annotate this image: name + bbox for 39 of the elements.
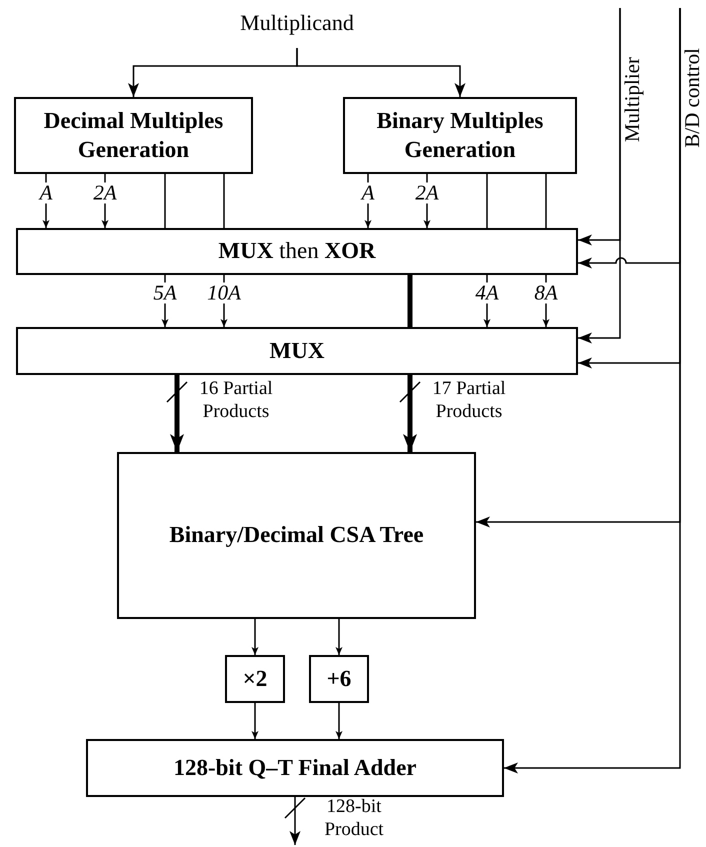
edge-label: 16 Partial Products [198, 378, 274, 424]
connector-line [545, 174, 547, 228]
connector-line [486, 174, 488, 228]
arrow [336, 703, 342, 739]
arrow [290, 797, 300, 845]
process-box: MUX then XOR [16, 228, 578, 275]
process-box: Binary Multiples Generation [343, 97, 577, 174]
process-box: ×2 [225, 655, 285, 703]
edge-label: 5A [152, 282, 178, 304]
bus-line [170, 375, 184, 452]
input-label: B/D control [680, 8, 706, 148]
arrow [252, 619, 258, 655]
edge-label: 4A [474, 282, 500, 304]
edge-label: 2A [414, 182, 440, 204]
edge-label: 2A [92, 182, 118, 204]
arrow [252, 703, 258, 739]
arrow [364, 174, 372, 228]
arrow [336, 619, 342, 655]
arrow [504, 8, 681, 774]
process-box: MUX [16, 327, 578, 375]
input-label: Multiplicand [222, 8, 372, 38]
edge-label: A [38, 182, 54, 204]
edge-label: 8A [533, 282, 559, 304]
edge-label: 17 Partial Products [431, 378, 507, 424]
process-box: Decimal Multiples Generation [14, 97, 253, 174]
arrow [578, 8, 621, 344]
bus-line [408, 275, 412, 327]
arrow [42, 174, 50, 228]
connector-line [223, 174, 225, 228]
arrow [296, 48, 466, 97]
edge-label: 128-bit Product [323, 796, 385, 842]
bus-line [403, 375, 417, 452]
input-label: Multiplier [620, 8, 646, 142]
edge-label: 10A [206, 282, 242, 304]
process-box: +6 [309, 655, 369, 703]
process-box: 128-bit Q–T Final Adder [86, 739, 504, 797]
connector-line [164, 174, 166, 228]
process-box: Binary/Decimal CSA Tree [117, 452, 476, 619]
edge-label: A [360, 182, 376, 204]
